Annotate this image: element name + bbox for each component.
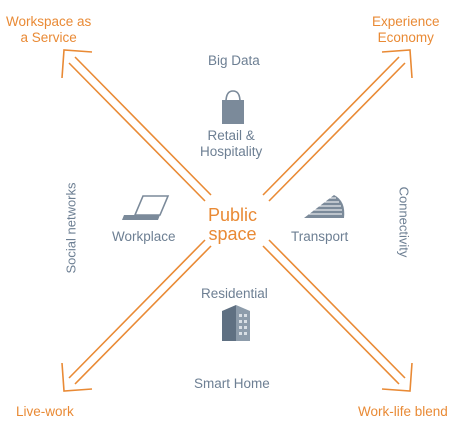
corner-label-line: Live-work xyxy=(16,404,74,419)
corner-label-line: Work-life blend xyxy=(358,404,448,419)
corner-label-line: Economy xyxy=(377,29,434,45)
arrow-top-left xyxy=(61,49,212,202)
theme-label-bottom: Smart Home xyxy=(194,376,270,391)
sector-label-residential: Residential xyxy=(201,286,268,301)
center-label-line: Public xyxy=(208,205,258,225)
arrow-bottom-right xyxy=(262,239,413,392)
building-icon xyxy=(222,305,250,341)
sector-label-workplace: Workplace xyxy=(112,229,176,244)
center-label-line: space xyxy=(208,223,257,244)
arrow-bottom-left xyxy=(61,239,212,392)
theme-label-top: Big Data xyxy=(208,53,260,68)
corner-label-line: Workspace as xyxy=(6,14,92,29)
corner-label-top-left: Workspace as a Service xyxy=(6,14,91,46)
theme-label-right: Connectivity xyxy=(396,186,412,258)
arrow-top-right xyxy=(262,49,413,202)
corner-label-bottom-left: Live-work xyxy=(16,404,74,420)
theme-label-left: Social networks xyxy=(63,182,79,274)
sector-label-transport: Transport xyxy=(291,229,349,244)
train-icon xyxy=(304,195,345,218)
corner-label-bottom-right: Work-life blend xyxy=(358,404,448,420)
sector-label-retail: Retail & Hospitality xyxy=(200,128,262,160)
corner-label-line: a Service xyxy=(20,29,77,45)
sector-label-line: Retail & xyxy=(207,128,255,143)
shopping-bag-icon xyxy=(222,90,244,124)
laptop-icon xyxy=(122,195,170,220)
corner-label-top-right: Experience Economy xyxy=(372,14,440,46)
corner-label-line: Experience xyxy=(372,14,440,29)
sector-label-line: Hospitality xyxy=(200,143,263,159)
center-label: Public space xyxy=(208,206,257,244)
